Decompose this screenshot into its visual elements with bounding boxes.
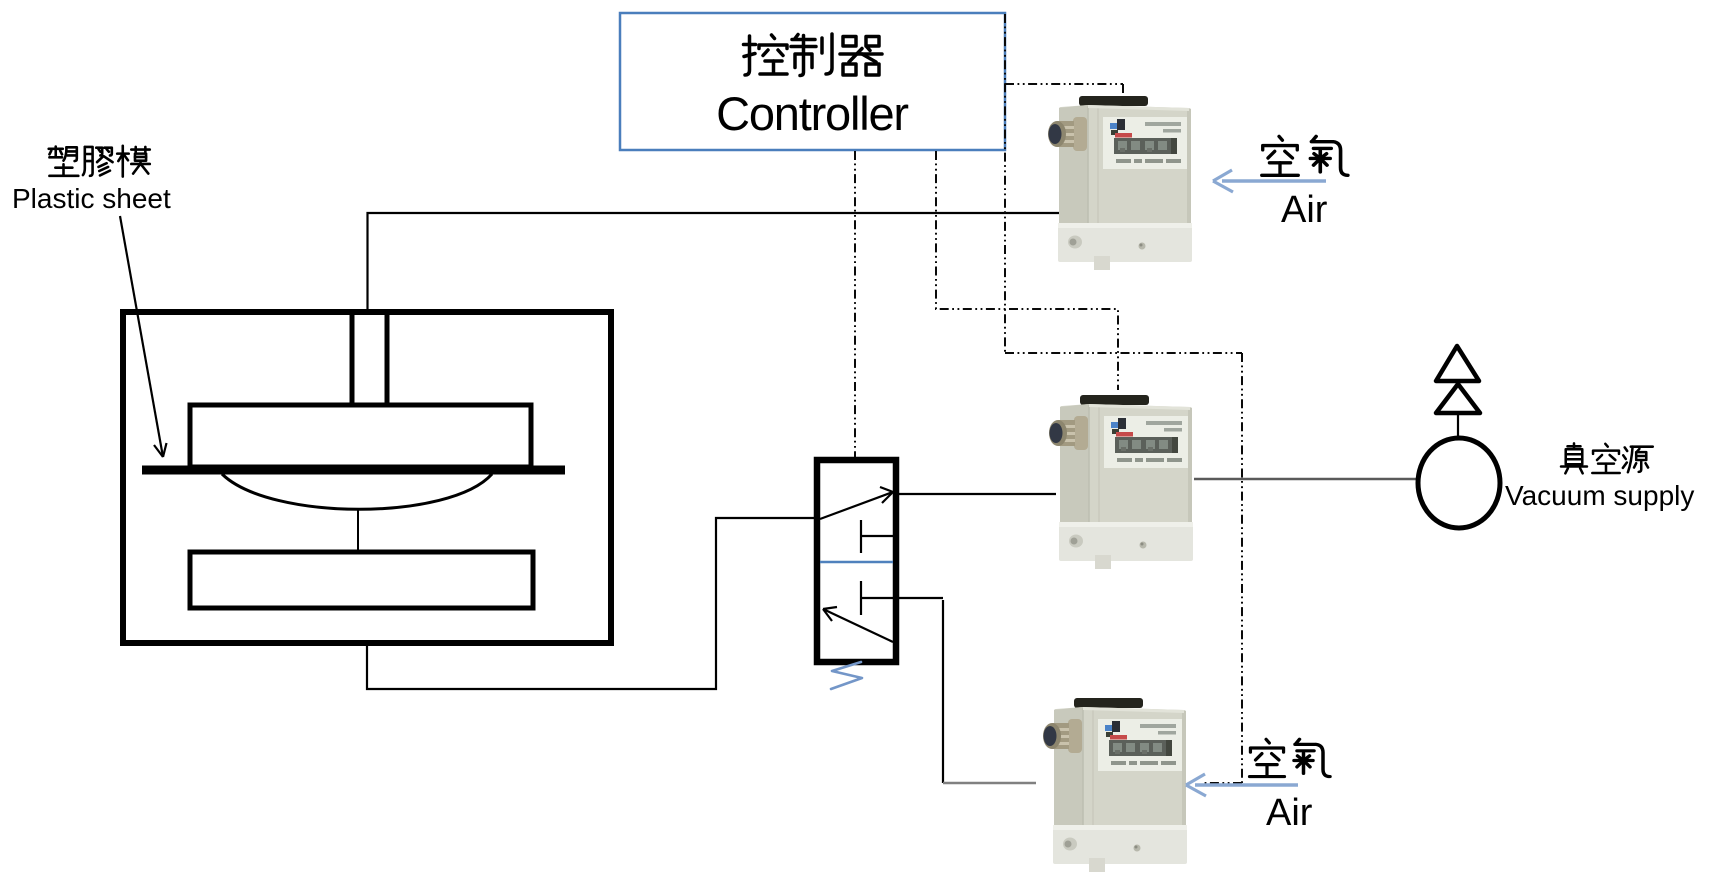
svg-text:Controller: Controller xyxy=(716,87,908,140)
svg-text:Air: Air xyxy=(1281,189,1328,231)
svg-text:Plastic sheet: Plastic sheet xyxy=(12,183,171,214)
svg-text:Air: Air xyxy=(1266,792,1313,834)
svg-text:Vacuum supply: Vacuum supply xyxy=(1505,480,1694,511)
